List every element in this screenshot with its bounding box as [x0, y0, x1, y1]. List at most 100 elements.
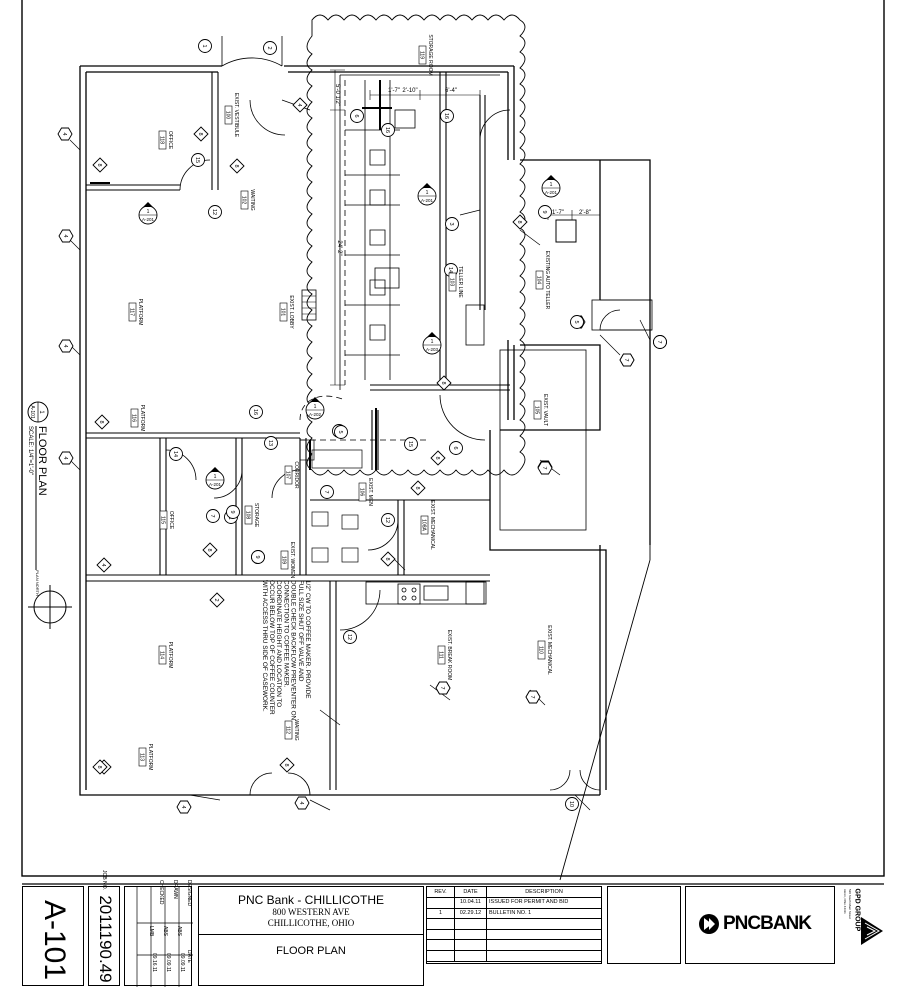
- revision-date: 02.29.12: [455, 908, 487, 920]
- room-name: EXIST. VAULT: [542, 394, 548, 426]
- dimension-lines: [330, 69, 601, 386]
- room-number: 117: [128, 308, 134, 316]
- revision-row: [427, 950, 601, 962]
- room-number: 104: [535, 276, 541, 285]
- firm-logo-icon: [861, 917, 883, 945]
- callout-tag: 7: [525, 690, 541, 704]
- revision-desc: [487, 951, 601, 962]
- room-name: STORAGE ROOM: [427, 34, 433, 75]
- callout-tag: 9: [226, 505, 240, 519]
- callout-tag: 7: [653, 335, 667, 349]
- callout-tag: 4: [58, 339, 74, 353]
- room-name: STORAGE: [253, 503, 259, 528]
- room-number: 109: [280, 556, 286, 565]
- room-number: 113: [138, 753, 144, 761]
- revision-desc: BULLETIN NO. 1: [487, 909, 601, 920]
- callout-tag: 8: [202, 542, 218, 558]
- room-name: EXIST. MECHANICAL: [546, 625, 552, 675]
- room-number: 103: [448, 278, 454, 287]
- callout-tag: 5: [570, 315, 584, 329]
- dimension-label: 2'-10": [402, 88, 417, 94]
- revision-desc: [487, 930, 601, 941]
- section-marker: 1A-201: [541, 175, 561, 198]
- firm-line-2: Akron, Ohio 44311: [843, 889, 847, 914]
- tag-number: 4: [296, 103, 302, 106]
- signoff-date-checked: 09.16.11: [151, 953, 157, 973]
- room-name: PLATFORM: [167, 642, 173, 669]
- drawing-title: FLOOR PLAN: [276, 945, 346, 957]
- svg-text:PLAN NORTH: PLAN NORTH: [35, 570, 40, 596]
- tag-number: 10: [568, 801, 574, 807]
- tag-number: 12: [346, 634, 352, 640]
- room-number: 108: [244, 511, 250, 520]
- room-number: 119: [418, 51, 424, 59]
- revision-date: 10.04.11: [455, 898, 487, 909]
- room-number: 112: [284, 726, 290, 734]
- tag-number: 12: [211, 209, 217, 215]
- tag-number: 8: [384, 557, 390, 560]
- revision-date: [455, 929, 487, 941]
- callout-tag: 14: [169, 447, 183, 461]
- tag-number: 9: [229, 510, 235, 513]
- room-name: EXIST. VESTIBULE: [233, 93, 239, 138]
- tag-number: 5: [573, 320, 579, 323]
- tag-number: 1: [201, 44, 207, 47]
- revision-rev: [427, 919, 455, 930]
- leader-lines: [69, 99, 651, 811]
- callout-tag: 8: [193, 126, 209, 142]
- signoff-role-checked: CHECKED: [158, 880, 164, 905]
- tag-number: 7: [529, 695, 535, 698]
- callout-tag: 10: [565, 797, 579, 811]
- revision-row: [427, 940, 601, 951]
- room-name: PLATFORM: [139, 405, 145, 432]
- revision-date: [455, 940, 487, 951]
- section-sheet: A-203: [426, 347, 439, 352]
- tag-number: 7: [323, 490, 329, 493]
- dimension-labels: 5'-0 1/2"1'-7"2'-10"6'-4"24'-2"1'-7"2'-8…: [334, 84, 591, 256]
- section-marker: 1A-202: [305, 397, 325, 420]
- room-name: EXIST. LOBBY: [288, 295, 294, 329]
- sheet-number: A-101: [38, 899, 71, 981]
- callout-tag: 16: [249, 405, 263, 419]
- exterior-walls: [79, 65, 651, 796]
- tag-number: 8: [283, 763, 289, 766]
- callout-tag: 7: [537, 461, 553, 475]
- signoff-box: DATE DESIGNED ABS 09.09.11 DRAWN ABS 09.…: [124, 880, 193, 987]
- tag-number: 14: [447, 267, 453, 273]
- restroom-fixtures: [299, 439, 363, 563]
- room-name: PLATFORM: [137, 299, 143, 326]
- callout-tag: 1: [198, 39, 212, 53]
- dashed-lines: [299, 80, 430, 441]
- callout-tag: 8: [430, 450, 446, 466]
- tag-number: 12: [384, 517, 390, 523]
- section-sheet: A-201: [545, 190, 558, 195]
- callout-tag: 4: [292, 97, 308, 113]
- tag-number: 7: [439, 686, 445, 689]
- section-sheet: A-201: [209, 482, 222, 487]
- callout-tag: 8: [229, 158, 245, 174]
- callout-tag: 13: [264, 436, 278, 450]
- room-number: 107: [284, 471, 290, 480]
- room-name: WAITING: [249, 189, 255, 210]
- room-name: EXIST. MECHANICAL: [429, 500, 435, 550]
- callout-tag: 7: [206, 509, 220, 523]
- section-marker: 1A-201: [205, 467, 225, 490]
- revision-row: [427, 929, 601, 941]
- section-number: 1: [314, 404, 317, 410]
- callout-tag: 12: [208, 205, 222, 219]
- callout-tag: 12: [381, 513, 395, 527]
